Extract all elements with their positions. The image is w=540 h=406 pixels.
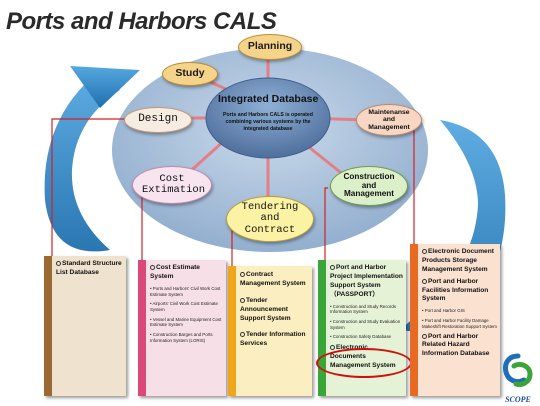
tendering-node: Tendering and Contract (226, 196, 314, 242)
maintenance-label: Maintenanse and Management (368, 109, 410, 131)
planning-node: Planning (238, 34, 302, 60)
integrated-database-hub (205, 77, 331, 159)
contract-panel: Contract Management System Tender Announ… (228, 266, 312, 396)
cost-estimation-node: Cost Extimation (132, 166, 212, 204)
planning-label: Planning (247, 40, 293, 53)
cost-item: • Vessel and Marine Equipment Cost Estim… (150, 316, 222, 328)
maintenance-node: Maintenanse and Management (356, 104, 422, 136)
bullet-icon (240, 332, 245, 338)
study-node: Study (162, 62, 218, 86)
cost-item: • Ports and Harbors' Civil Work Cost Est… (150, 285, 221, 297)
center-description: Ports and Harbors CALS is operated combi… (223, 112, 313, 132)
design-label: Design (138, 113, 178, 126)
design-node: Design (124, 107, 192, 133)
edoc-title-3: Port and Harbor Related Hazard Informati… (422, 332, 490, 358)
standard-title: Standard Structure List Database (56, 260, 122, 276)
page-title: Ports and Harbors CALS (6, 8, 277, 35)
bullet-icon (56, 261, 61, 266)
scope-logo: SCOPE (500, 352, 536, 404)
electronic-document-panel: Electronic Document Products Storage Man… (410, 244, 500, 396)
bullet-icon (422, 249, 427, 254)
bullet-icon (240, 297, 245, 303)
project-item: • Construction Safety Database (330, 334, 392, 340)
study-label: Study (175, 67, 205, 80)
project-item: • Construction and Study Evaluation Syst… (330, 319, 401, 330)
scope-logo-icon (503, 353, 533, 387)
connector-lines (51, 118, 415, 268)
cost-estimate-panel: Cost Estimate System • Ports and Harbors… (138, 260, 226, 396)
cycle-arrow-left (44, 66, 140, 252)
construction-label: Construction and Management (343, 172, 395, 199)
highlight-ellipse (316, 348, 412, 378)
bullet-icon (150, 265, 155, 270)
edoc-item: • Port and Harbor Facility Damage Makesh… (422, 318, 497, 329)
contract-title-3: Tender Information Services (240, 331, 306, 348)
bullet-icon (330, 265, 335, 270)
construction-node: Construction and Management (330, 166, 408, 206)
bullet-icon (422, 278, 427, 284)
project-title: Port and Harbor Project Implementation S… (330, 264, 403, 298)
bullet-icon (330, 345, 335, 351)
panel-bar (228, 266, 236, 396)
panel-bar (410, 244, 418, 396)
project-item: • Construction and Study Records Informa… (330, 303, 396, 315)
cost-title: Cost Estimate System (150, 264, 200, 280)
contract-title-2: Tender Announcement Support System (240, 296, 291, 322)
panel-bar (138, 260, 146, 396)
cost-item: • Construction Barges and Ports Informat… (150, 332, 213, 343)
scope-logo-text: SCOPE (505, 395, 531, 404)
standard-structure-panel: Standard Structure List Database (44, 256, 126, 396)
cost-estimation-label: Cost Extimation (142, 172, 206, 196)
panel-bar (318, 260, 326, 396)
bullet-icon (422, 333, 427, 339)
cost-item: • Airports' Civil Work Cost Estimate Sys… (150, 301, 218, 312)
contract-title-1: Contract Management System (240, 271, 306, 287)
center-title: Integrated Database (218, 93, 319, 105)
edoc-title-1: Electronic Document Products Storage Man… (422, 248, 494, 273)
bullet-icon (240, 272, 245, 277)
edoc-item: • Port and Harbor GIS (422, 308, 465, 314)
edoc-title-2: Port and Harbor Facilities Information S… (422, 277, 489, 303)
panel-bar (44, 256, 52, 396)
tendering-label: Tendering and Contract (241, 201, 299, 236)
